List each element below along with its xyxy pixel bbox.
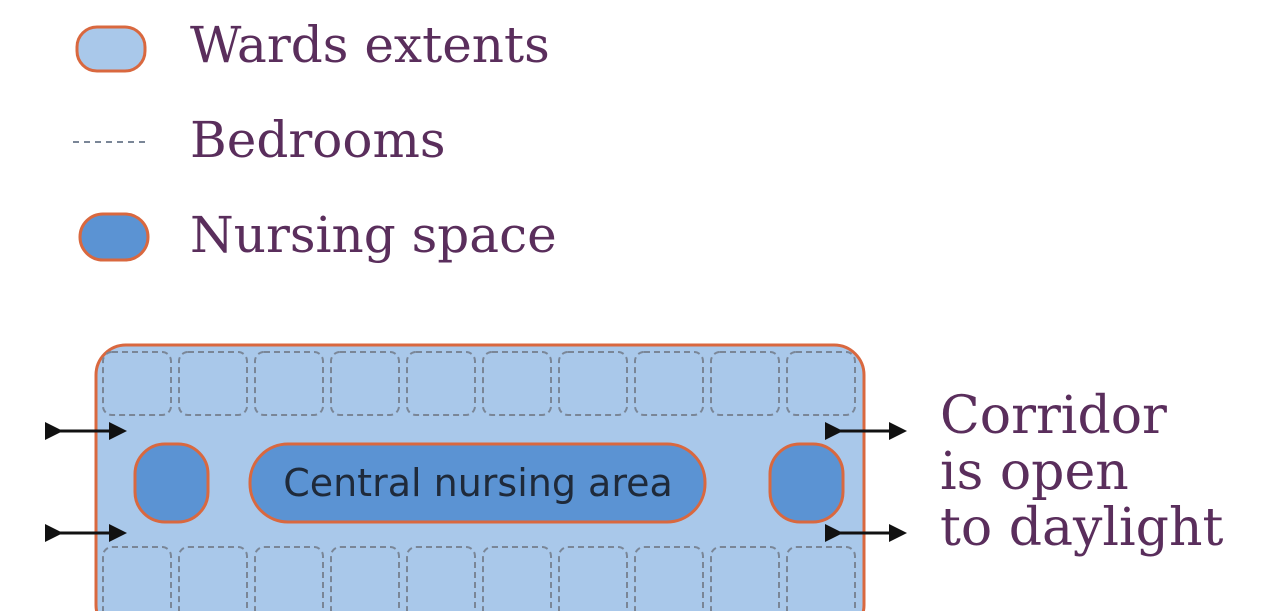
bedroom-bottom-5 bbox=[406, 546, 476, 611]
bedroom-bottom-10 bbox=[786, 546, 856, 611]
bedroom-top-3 bbox=[254, 351, 324, 416]
bedroom-bottom-2 bbox=[178, 546, 248, 611]
bedroom-top-1 bbox=[102, 351, 172, 416]
legend-nursing-swatch bbox=[78, 212, 150, 262]
bedroom-top-9 bbox=[710, 351, 780, 416]
legend-nursing-space-label: Nursing space bbox=[190, 206, 557, 264]
bedroom-top-5 bbox=[406, 351, 476, 416]
corridor-note: Corridor is open to daylight bbox=[940, 388, 1223, 556]
bedroom-bottom-3 bbox=[254, 546, 324, 611]
bedroom-bottom-9 bbox=[710, 546, 780, 611]
legend-bedrooms-label: Bedrooms bbox=[190, 111, 446, 169]
nursing-space-left bbox=[133, 442, 210, 524]
bedroom-top-7 bbox=[558, 351, 628, 416]
bedroom-bottom-1 bbox=[102, 546, 172, 611]
bedroom-top-2 bbox=[178, 351, 248, 416]
bedroom-bottom-4 bbox=[330, 546, 400, 611]
bedroom-top-10 bbox=[786, 351, 856, 416]
corridor-note-line-1: Corridor bbox=[940, 386, 1167, 446]
nursing-space-right bbox=[768, 442, 845, 524]
legend-wards-swatch bbox=[75, 25, 147, 73]
corridor-note-line-2: is open bbox=[940, 442, 1129, 502]
legend-wards-extents-label: Wards extents bbox=[190, 16, 550, 74]
bedrooms-group bbox=[102, 351, 856, 611]
bedroom-top-6 bbox=[482, 351, 552, 416]
bedroom-bottom-8 bbox=[634, 546, 704, 611]
central-nursing-area bbox=[248, 442, 707, 524]
central-nursing-area-label: Central nursing area bbox=[283, 461, 673, 505]
bedroom-top-8 bbox=[634, 351, 704, 416]
bedroom-bottom-7 bbox=[558, 546, 628, 611]
corridor-arrows bbox=[45, 422, 907, 542]
bedroom-bottom-6 bbox=[482, 546, 552, 611]
bedroom-top-4 bbox=[330, 351, 400, 416]
corridor-note-line-3: to daylight bbox=[940, 498, 1224, 558]
